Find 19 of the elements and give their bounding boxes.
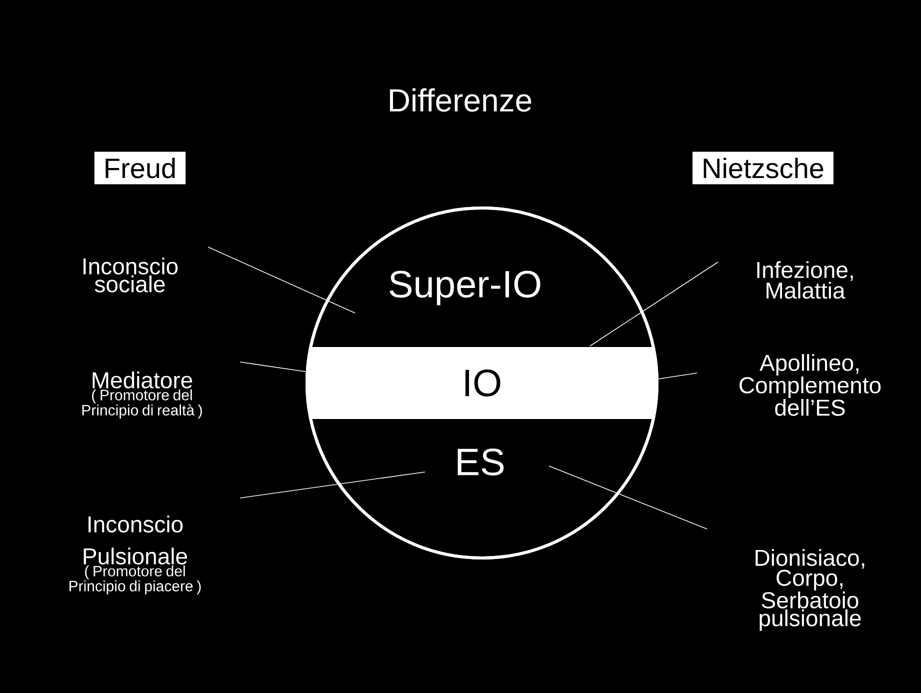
leader-line — [548, 466, 708, 530]
side-label: Mediatore ( Promotore del Principio di realtà ) — [82, 372, 202, 418]
leader-line — [240, 362, 308, 372]
node-label: IO — [465, 370, 500, 396]
band: IO — [307, 347, 657, 419]
region-label: Super-IO — [390, 270, 540, 306]
region-label: ES — [458, 448, 504, 476]
side-label: Apollineo, Complemento dell’ES — [740, 354, 881, 416]
side-label: Infezione, Malattia — [757, 261, 853, 299]
leader-line — [240, 472, 426, 498]
leader-line — [658, 372, 698, 380]
leader-line — [590, 262, 718, 346]
side-label: Inconscio sociale — [84, 258, 178, 292]
side-label: Inconscio Pulsionale ( Promotore del Principio di piacere ) — [70, 516, 201, 594]
label-box: Freud — [94, 152, 186, 184]
leader-line — [208, 246, 356, 314]
title: Differenze — [390, 88, 532, 112]
label-box: Nietzsche — [692, 152, 834, 184]
side-label: Dionisiaco, Corpo, Serbatoio pulsionale — [756, 549, 864, 631]
